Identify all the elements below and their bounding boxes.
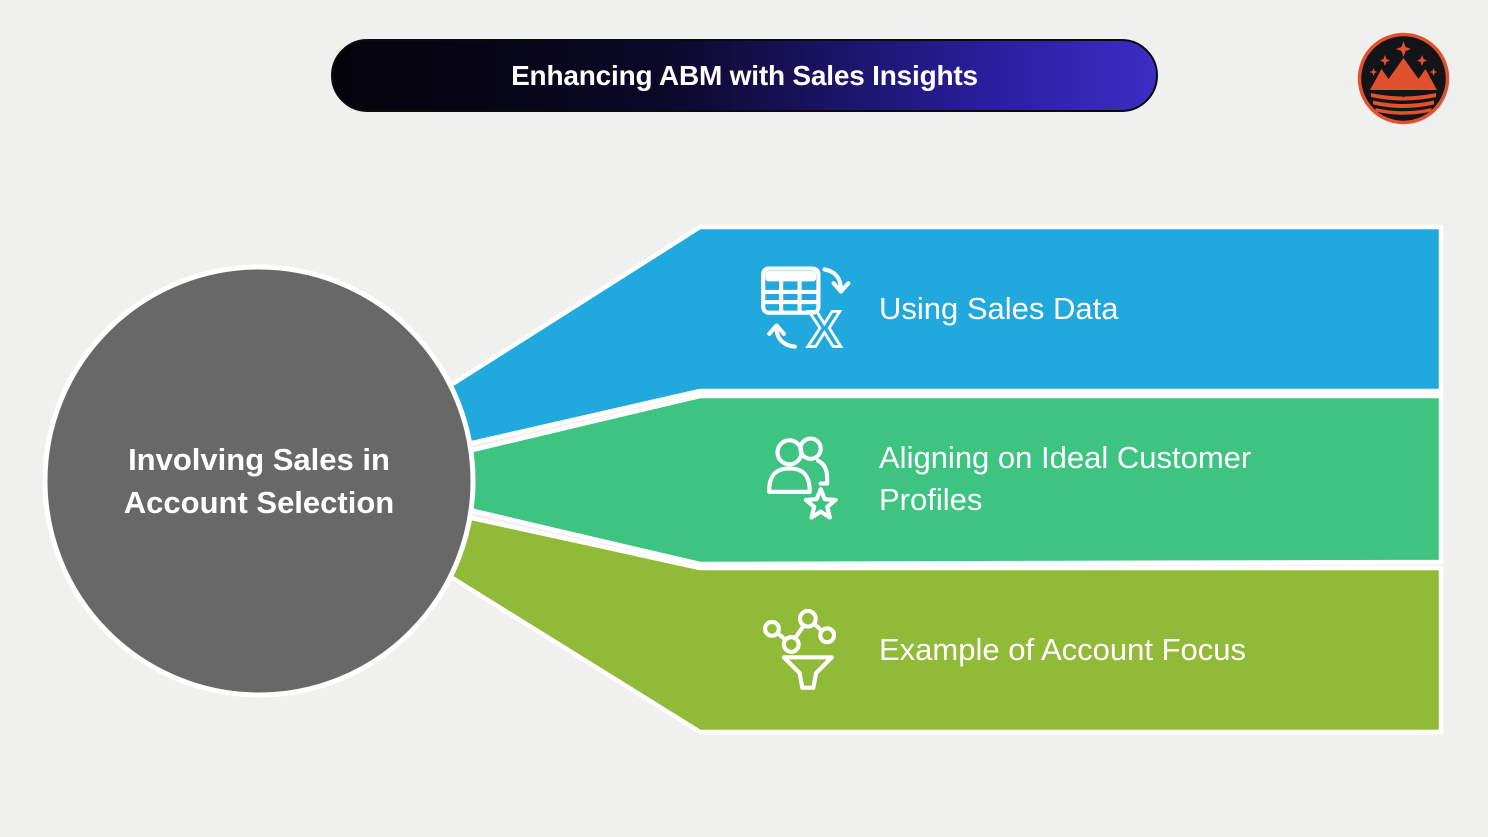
- people-star-icon: [767, 436, 838, 520]
- brand-logo: [1357, 32, 1450, 125]
- excel-x-glyph: X: [808, 301, 842, 355]
- branch-label: Example of Account Focus: [879, 632, 1247, 667]
- branch-row-ideal-customer-profiles: Aligning on Ideal Customer Profiles: [760, 433, 1349, 525]
- hub-label: Involving Sales in Account Selection: [123, 442, 395, 520]
- table-to-excel-icon: X: [761, 266, 851, 355]
- branch-label: Aligning on Ideal Customer Profiles: [879, 440, 1252, 517]
- title-banner: Enhancing ABM with Sales Insights: [331, 39, 1158, 112]
- branch-row-account-focus: Example of Account Focus: [760, 604, 1246, 696]
- scatter-to-funnel-icon: [762, 608, 837, 690]
- hub-circle: [42, 264, 476, 698]
- branch-label: Using Sales Data: [879, 291, 1119, 326]
- crown-mountains-stars-icon: [1357, 32, 1450, 125]
- branch-row-using-sales-data: X Using Sales Data: [760, 263, 1119, 355]
- slide-title: Enhancing ABM with Sales Insights: [511, 59, 978, 91]
